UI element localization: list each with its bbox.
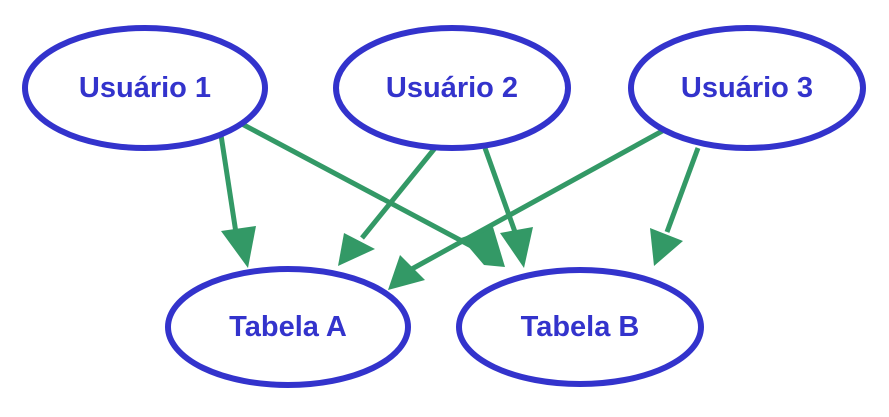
node-usuario-3: Usuário 3 [628, 25, 866, 151]
node-tabela-a-label: Tabela A [229, 311, 347, 343]
node-tabela-b-label: Tabela B [521, 311, 640, 343]
edge-usuario-2-to-tabela-b [482, 147, 533, 268]
node-usuario-1: Usuário 1 [22, 25, 268, 151]
node-usuario-2-label: Usuário 2 [386, 72, 518, 104]
nodes: Usuário 1 Usuário 2 Usuário 3 Tabela A T… [22, 25, 866, 388]
node-tabela-a: Tabela A [165, 266, 411, 388]
edge-usuario-3-to-tabela-b [650, 147, 701, 266]
node-usuario-3-label: Usuário 3 [681, 72, 813, 104]
node-tabela-b: Tabela B [456, 267, 704, 387]
node-usuario-1-label: Usuário 1 [79, 72, 211, 104]
edge-usuario-2-to-tabela-a [338, 146, 437, 266]
edge-usuario-3-to-tabela-a [388, 121, 677, 290]
node-usuario-2: Usuário 2 [333, 25, 571, 151]
edge-usuario-1-to-tabela-a [216, 121, 256, 268]
edges [216, 121, 701, 290]
